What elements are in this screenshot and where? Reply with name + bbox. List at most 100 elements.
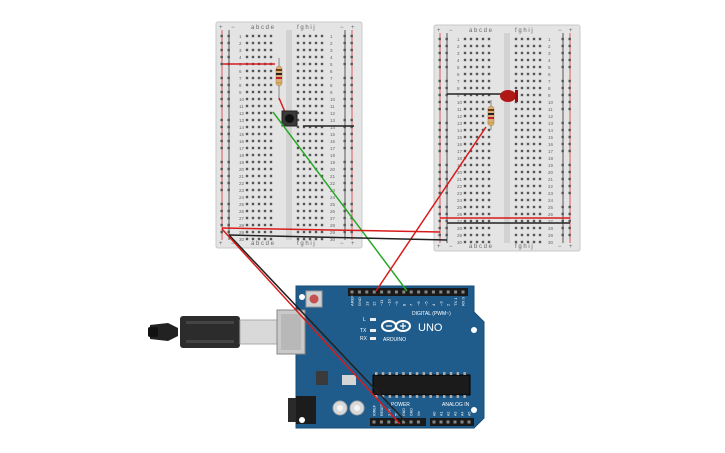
row-number: 23 bbox=[239, 188, 245, 193]
row-number: 22 bbox=[239, 181, 245, 186]
row-number: 28 bbox=[330, 223, 336, 228]
bb-right-plus-top-right: + bbox=[569, 28, 573, 34]
row-number: 12 bbox=[330, 111, 336, 116]
row-number: 15 bbox=[239, 132, 245, 137]
pin-label: A0 bbox=[433, 412, 437, 416]
row-number: 5 bbox=[457, 65, 460, 70]
row-number: 16 bbox=[330, 139, 336, 144]
resistor-left[interactable] bbox=[275, 58, 283, 100]
pin-label: 12 bbox=[372, 301, 377, 306]
row-number: 28 bbox=[457, 226, 463, 231]
row-number: 2 bbox=[457, 44, 460, 49]
bb-left-minus-top-left: − bbox=[231, 25, 235, 31]
row-number: 24 bbox=[548, 198, 554, 203]
pin-label: 8 bbox=[401, 303, 406, 306]
row-number: 26 bbox=[548, 212, 554, 217]
row-number: 30 bbox=[239, 237, 245, 242]
row-number: 30 bbox=[457, 240, 463, 245]
row-number: 14 bbox=[548, 128, 554, 133]
wire-red-resistor-to-pin[interactable] bbox=[375, 126, 487, 292]
row-number: 27 bbox=[330, 216, 336, 221]
row-number: 16 bbox=[548, 142, 554, 147]
row-number: 8 bbox=[330, 83, 333, 88]
row-number: 6 bbox=[239, 69, 242, 74]
model-text: UNO bbox=[418, 322, 443, 334]
usb-cable[interactable] bbox=[148, 316, 281, 348]
row-number: 10 bbox=[239, 97, 245, 102]
row-number: 26 bbox=[239, 209, 245, 214]
pushbutton[interactable] bbox=[281, 110, 298, 127]
pin-label: 5V bbox=[395, 411, 399, 416]
row-number: 9 bbox=[548, 93, 551, 98]
wire-green-button-to-pin[interactable] bbox=[272, 111, 408, 292]
bb-left-cols-top-left: a b c d e bbox=[251, 25, 275, 31]
row-number: 27 bbox=[548, 219, 554, 224]
row-number: 20 bbox=[239, 167, 245, 172]
wire-black-rail-bridge[interactable] bbox=[228, 234, 448, 241]
row-number: 20 bbox=[457, 170, 463, 175]
wire-red-left-resistor[interactable] bbox=[278, 97, 286, 113]
bb-left-minus-top-right: − bbox=[340, 25, 344, 31]
power-analog-pin-header bbox=[372, 420, 471, 424]
bb-right-cols-bottom-right: f g h i j bbox=[515, 244, 533, 250]
led-red[interactable] bbox=[500, 90, 518, 102]
pin-label: ~5 bbox=[424, 301, 429, 306]
row-number: 19 bbox=[239, 160, 245, 165]
row-number: 21 bbox=[330, 174, 336, 179]
wire-red-rail-to-5v[interactable] bbox=[221, 228, 401, 425]
pin-label: GND bbox=[357, 297, 362, 306]
row-number: 24 bbox=[239, 195, 245, 200]
arduino-logo-icon bbox=[381, 320, 411, 332]
pin-label: Vin bbox=[417, 411, 421, 416]
row-number: 15 bbox=[330, 132, 336, 137]
wire-red-rail-bridge[interactable] bbox=[221, 227, 441, 233]
digital-pin-header bbox=[350, 290, 465, 294]
row-number: 7 bbox=[239, 76, 242, 81]
row-number: 2 bbox=[548, 44, 551, 49]
row-number: 27 bbox=[239, 216, 245, 221]
label-tx: TX bbox=[360, 328, 367, 334]
row-number: 16 bbox=[239, 139, 245, 144]
breadboard-left-holes: 1122334455667788991010111112121313141415… bbox=[220, 34, 353, 242]
row-number: 4 bbox=[239, 55, 242, 60]
row-number: 6 bbox=[330, 69, 333, 74]
pin-label: 4 bbox=[431, 303, 436, 306]
bb-left-plus-top-right: + bbox=[351, 25, 355, 31]
row-number: 26 bbox=[330, 209, 336, 214]
row-number: 24 bbox=[330, 195, 336, 200]
row-number: 11 bbox=[330, 104, 335, 109]
row-number: 14 bbox=[239, 125, 245, 130]
row-number: 3 bbox=[548, 51, 551, 56]
row-number: 22 bbox=[457, 184, 463, 189]
row-number: 3 bbox=[239, 48, 242, 53]
bb-left-minus-bottom-left: − bbox=[231, 241, 235, 247]
row-number: 3 bbox=[330, 48, 333, 53]
row-number: 20 bbox=[330, 167, 336, 172]
row-number: 15 bbox=[457, 135, 463, 140]
pin-label: A5 bbox=[468, 412, 472, 416]
row-number: 12 bbox=[457, 114, 463, 119]
pin-label: ~3 bbox=[438, 301, 443, 306]
row-number: 1 bbox=[330, 34, 333, 39]
row-number: 12 bbox=[239, 111, 245, 116]
resistor-right[interactable] bbox=[487, 100, 495, 130]
bb-right-cols-top-left: a b c d e bbox=[469, 28, 493, 34]
row-number: 24 bbox=[457, 198, 463, 203]
row-number: 17 bbox=[330, 146, 336, 151]
row-number: 18 bbox=[457, 156, 463, 161]
row-number: 17 bbox=[548, 149, 554, 154]
pin-label: AREF bbox=[350, 295, 355, 306]
pin-label: GND bbox=[402, 408, 406, 416]
breadboard-left[interactable]: 1122334455667788991010111112121313141415… bbox=[215, 21, 363, 249]
row-number: 1 bbox=[457, 37, 460, 42]
bb-right-plus-bottom-left: + bbox=[437, 244, 441, 250]
power-label: POWER bbox=[391, 402, 410, 408]
row-number: 17 bbox=[239, 146, 245, 151]
wire-black-rail-to-gnd[interactable] bbox=[228, 234, 409, 425]
bb-left-cols-bottom-left: a b c d e bbox=[251, 241, 275, 247]
bb-right-plus-top-left: + bbox=[437, 28, 441, 34]
row-number: 18 bbox=[330, 153, 336, 158]
row-number: 9 bbox=[457, 93, 460, 98]
